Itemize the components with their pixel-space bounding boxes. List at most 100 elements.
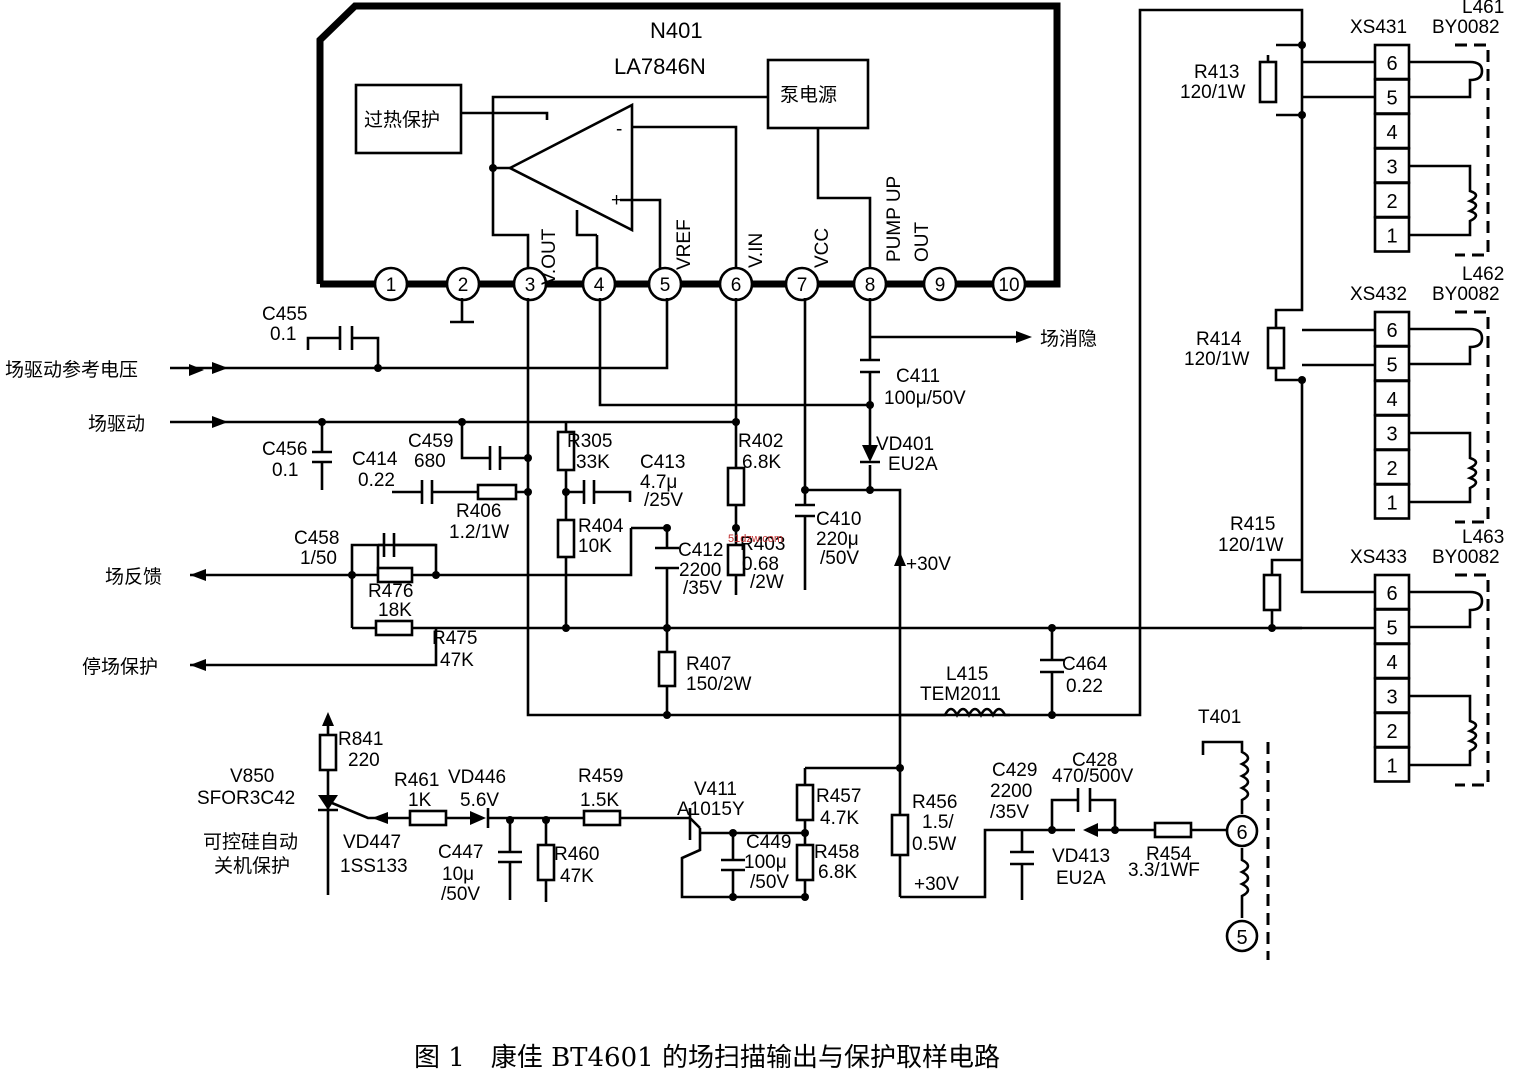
connector-pin-number: 3	[1386, 687, 1397, 709]
vd446-symbol	[470, 811, 486, 825]
c464-value: 0.22	[1066, 676, 1103, 697]
c411-value: 100μ/50V	[884, 388, 966, 409]
c411-ref: C411	[896, 366, 940, 387]
junction-dots	[318, 41, 1306, 901]
r841-ref: R841	[338, 729, 383, 750]
c428-value: 470/500V	[1052, 766, 1134, 787]
thermal-protect-block	[354, 83, 463, 155]
r403-value: 0.68	[742, 554, 779, 575]
svg-text:-: -	[616, 119, 622, 140]
c410-ref: C410	[816, 509, 861, 530]
ic-pin-3	[512, 266, 548, 302]
connector-pin	[1373, 677, 1411, 714]
pin6-name: V.IN	[746, 233, 767, 268]
connector-pin-number: 6	[1386, 53, 1397, 75]
ic-pin-number: 5	[660, 275, 671, 296]
ic-pin-number: 8	[865, 275, 876, 296]
r457-ref: R457	[816, 786, 861, 807]
c414-value: 0.22	[358, 470, 395, 491]
r402-value: 6.8K	[742, 452, 781, 473]
r454-symbol	[1153, 821, 1193, 839]
c412-symbol	[655, 546, 679, 570]
c459-ref: C459	[408, 431, 453, 452]
l415-ref: L415	[946, 664, 988, 685]
c447-value: 10μ	[442, 864, 474, 885]
vd413-ref: VD413	[1052, 846, 1110, 867]
r456-value2: 0.5W	[912, 834, 956, 855]
r456-ref: R456	[912, 792, 957, 813]
c447-value2: /50V	[441, 884, 480, 905]
vd401-value: EU2A	[888, 454, 938, 475]
connector-pin	[1373, 345, 1411, 382]
connector-pin	[1373, 379, 1411, 417]
c449-value2: /50V	[750, 872, 789, 893]
r404-value: 10K	[578, 536, 612, 557]
op-amp-symbol	[507, 102, 634, 233]
ic-pin-number: 6	[731, 275, 742, 296]
c413-symbol	[582, 480, 596, 504]
c429-value: 2200	[990, 781, 1032, 802]
r403-value2: /2W	[750, 572, 784, 593]
ic-pin-number: 10	[998, 275, 1019, 296]
r841-value: 220	[348, 750, 380, 771]
c412-ref: C412	[678, 540, 723, 561]
ic-pin-number: 7	[797, 275, 808, 296]
ic-ref-label: N401	[650, 18, 703, 43]
c458-value: 1/50	[300, 548, 337, 569]
c459-value: 680	[414, 451, 446, 472]
ic-pin-10	[991, 266, 1027, 302]
ic-pin-number: 1	[386, 275, 397, 296]
connector-pin-number: 1	[1386, 493, 1397, 515]
coil-part: BY0082	[1432, 547, 1500, 568]
r402-symbol	[726, 466, 746, 507]
c428-symbol	[1076, 788, 1092, 812]
r402-ref: R402	[738, 431, 783, 452]
coil-ref: L461	[1462, 0, 1504, 18]
svg-text:6: 6	[1236, 822, 1247, 844]
vd447-symbol	[372, 812, 388, 824]
connector-pin-number: 5	[1386, 355, 1397, 377]
pin3-name: V.OUT	[539, 228, 560, 285]
ic-pin-number: 9	[935, 275, 946, 296]
r476-value: 18K	[378, 600, 412, 621]
c429-value2: /35V	[990, 802, 1029, 823]
vd413-value: EU2A	[1056, 868, 1106, 889]
ic-pin-5	[647, 266, 683, 302]
r415-symbol	[1262, 573, 1282, 612]
watermark: 51dzw.com	[728, 533, 783, 545]
r459-symbol	[582, 809, 622, 827]
c428-ref: C428	[1072, 750, 1117, 771]
ic-pin-1	[373, 266, 409, 302]
c414-ref: C414	[352, 449, 398, 470]
c412-value: 2200	[679, 560, 721, 581]
pin8-name: PUMP UP	[884, 176, 905, 262]
c413-value: 4.7μ	[640, 472, 677, 493]
coil-part: BY0082	[1432, 17, 1500, 38]
wires-bottom	[326, 718, 1228, 902]
c449-ref: C449	[746, 832, 791, 853]
c455-ref: C455	[262, 304, 307, 325]
t401-pin5	[1225, 919, 1259, 953]
r476-ref: R476	[368, 581, 413, 602]
l415-value: TEM2011	[920, 684, 1001, 705]
signal-scr-line1: 可控硅自动	[203, 831, 298, 853]
signal-blanking: 场消隐	[1040, 328, 1097, 350]
blanking-arrow	[1016, 331, 1032, 343]
r476-symbol	[376, 566, 414, 584]
r305-ref: R305	[567, 431, 612, 452]
connector-ref: XS433	[1350, 547, 1407, 568]
r457-value: 4.7K	[820, 808, 859, 829]
r413-symbol	[1258, 60, 1278, 104]
r403-symbol	[726, 543, 746, 577]
r403-ref: R403	[740, 534, 785, 555]
ic-pin-number: 3	[525, 275, 536, 296]
r406-symbol	[476, 483, 518, 501]
pin9-name: OUT	[912, 222, 933, 263]
c410-value2: /50V	[820, 548, 859, 569]
c413-value2: /25V	[644, 490, 683, 511]
r460-symbol	[536, 843, 556, 882]
